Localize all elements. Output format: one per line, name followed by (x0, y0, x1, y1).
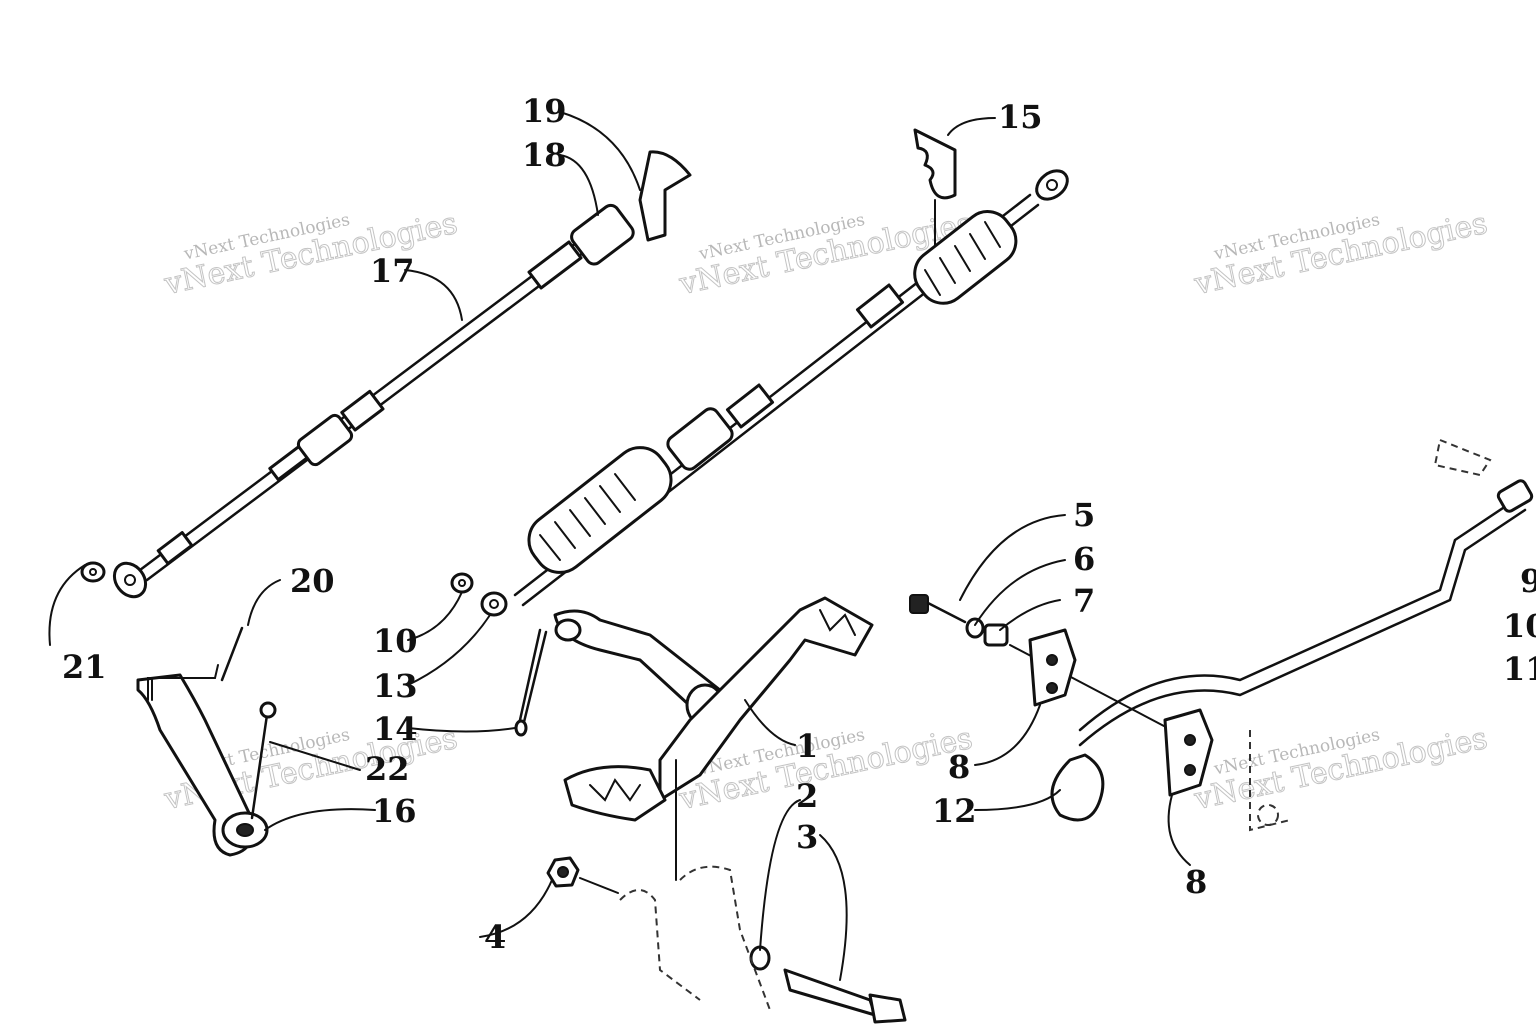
leader-lines (48, 111, 1191, 981)
callout-13: 13 (373, 667, 418, 705)
callout-1: 1 (796, 727, 818, 765)
callout-9: 9 (1520, 562, 1536, 600)
callout-10-left: 10 (373, 622, 418, 660)
callout-16: 16 (372, 792, 417, 830)
callout-22: 22 (365, 750, 410, 788)
clip-15 (913, 128, 957, 246)
washer-21 (80, 561, 106, 583)
callouts: 19 18 17 15 20 21 10 13 14 22 16 1 2 3 4… (62, 92, 1536, 956)
callout-20: 20 (290, 562, 335, 600)
callout-2: 2 (796, 777, 818, 815)
watermark-6: vNext Technologies vNext Technologies (1190, 720, 1491, 817)
callout-21: 21 (62, 648, 107, 686)
callout-5: 5 (1073, 496, 1095, 534)
bushing-13 (480, 591, 508, 617)
callout-11: 11 (1503, 650, 1536, 688)
lower-lever (136, 626, 277, 857)
callout-18: 18 (522, 136, 567, 174)
cotter-pin-14 (514, 628, 548, 737)
watermark-1: vNext Technologies vNext Technologies (160, 205, 461, 302)
callout-17: 17 (370, 252, 415, 290)
callout-6: 6 (1073, 540, 1095, 578)
callout-15: 15 (998, 98, 1043, 136)
callout-4: 4 (484, 918, 506, 956)
callout-3: 3 (796, 818, 818, 856)
callout-7: 7 (1073, 582, 1095, 620)
shift-lever (553, 596, 874, 881)
washer-10 (450, 572, 474, 594)
callout-19: 19 (522, 92, 567, 130)
callout-14: 14 (373, 710, 418, 748)
callout-12: 12 (932, 792, 977, 830)
lower-parts (546, 856, 907, 1024)
callout-8-left: 8 (948, 748, 970, 786)
main-cable (513, 169, 1069, 607)
right-assembly (909, 438, 1534, 832)
callout-10-right: 10 (1503, 607, 1536, 645)
watermark-3: vNext Technologies vNext Technologies (1190, 205, 1491, 302)
upper-cable (112, 150, 692, 599)
callout-8-right: 8 (1185, 863, 1207, 901)
